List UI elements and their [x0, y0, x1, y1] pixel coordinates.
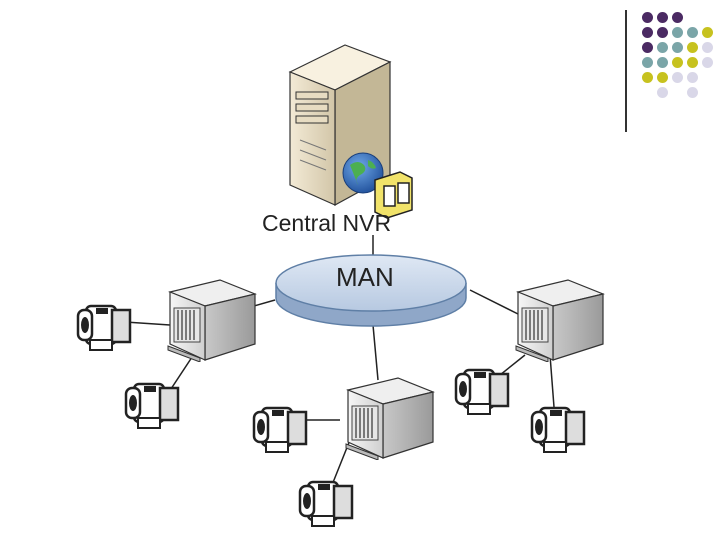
decorative-dot	[702, 42, 713, 53]
decorative-dot	[657, 87, 668, 98]
decorative-dot	[687, 72, 698, 83]
video-camera-icon	[124, 382, 180, 430]
decorative-dot	[657, 27, 668, 38]
man-network-ellipse	[275, 254, 467, 327]
nvr-recorder-bottom	[345, 377, 434, 460]
decorative-dot	[687, 27, 698, 38]
decorative-dot	[657, 42, 668, 53]
decorative-dot	[672, 72, 683, 83]
nvr-recorder-right	[515, 279, 604, 362]
decorative-dot	[642, 42, 653, 53]
man-network-label: MAN	[336, 262, 394, 292]
decorative-dot	[657, 12, 668, 23]
folder-icon	[374, 171, 413, 219]
video-camera-icon	[454, 368, 510, 416]
decorative-dot	[672, 27, 683, 38]
decorative-dot	[642, 57, 653, 68]
decorative-dot	[642, 72, 653, 83]
central-nvr-label: Central NVR	[262, 210, 392, 236]
decorative-dot	[657, 57, 668, 68]
decorative-dot	[642, 27, 653, 38]
decorative-dot	[672, 12, 683, 23]
decorative-dot	[672, 57, 683, 68]
nvr-recorder-left	[167, 279, 256, 362]
video-camera-icon	[298, 480, 354, 528]
video-camera-icon	[252, 406, 308, 454]
globe-icon	[342, 152, 384, 194]
decorative-divider-line	[625, 10, 627, 132]
decorative-dot	[702, 57, 713, 68]
decorative-dot	[687, 42, 698, 53]
decorative-dot	[702, 27, 713, 38]
decorative-dot	[642, 12, 653, 23]
decorative-dot	[657, 72, 668, 83]
video-camera-icon	[530, 406, 586, 454]
decorative-dot	[687, 57, 698, 68]
decorative-dot	[687, 87, 698, 98]
decorative-dot	[672, 42, 683, 53]
video-camera-icon	[76, 304, 132, 352]
